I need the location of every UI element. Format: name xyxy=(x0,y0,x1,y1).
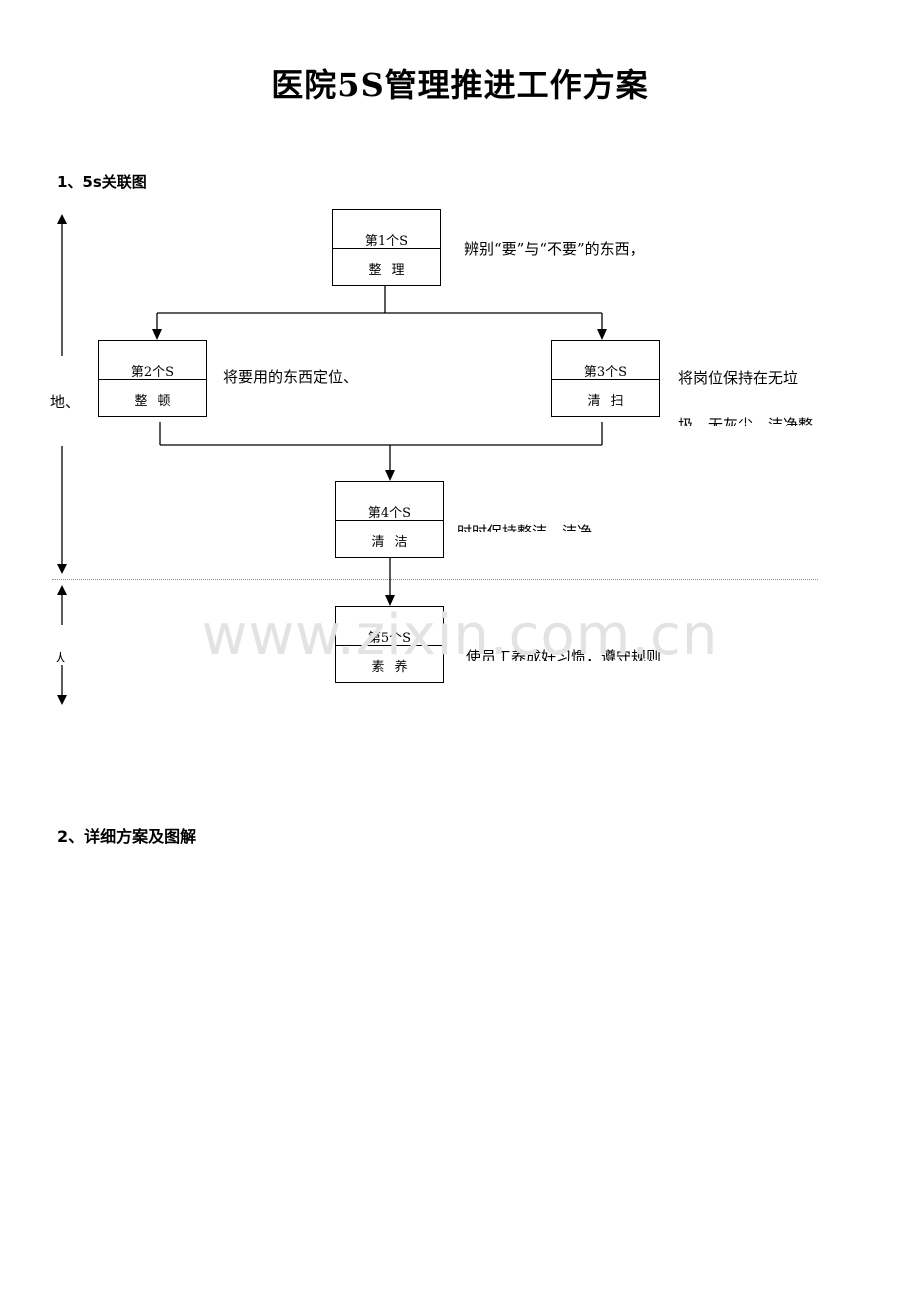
watermark: www.zixin.com.cn xyxy=(201,603,719,668)
box-s5-top-label: 第5个S xyxy=(367,631,412,646)
box-s3-top-label: 第3个S xyxy=(583,365,628,380)
box-s3-bottom-label: 清扫 xyxy=(587,393,634,409)
box-s2-bottom-label: 整顿 xyxy=(134,393,181,409)
section-heading-2: 2、详细方案及图解 xyxy=(57,827,197,846)
box-s4-top-label: 第4个S xyxy=(367,506,412,521)
left-arrow-upper xyxy=(55,214,69,574)
connector-lines xyxy=(152,286,607,606)
left-arrow-lower xyxy=(55,585,69,705)
box-s4-bottom-label: 清洁 xyxy=(371,534,418,550)
box-s1: 第1个S 整理 xyxy=(332,209,441,286)
dotted-divider xyxy=(52,579,818,580)
box-s2-top-label: 第2个S xyxy=(130,365,175,380)
desc-s4: 时时保持整洁、洁净 xyxy=(457,523,593,532)
section-heading-1: 1、5s关联图 xyxy=(57,173,147,191)
box-s5-bottom-label: 素养 xyxy=(371,659,418,675)
box-s2: 第2个S 整顿 xyxy=(98,340,207,417)
box-s1-top-label: 第1个S xyxy=(364,234,409,249)
page-title: 医院5S管理推进工作方案 xyxy=(271,66,649,104)
box-s5: 第5个S 素养 xyxy=(335,606,444,683)
desc-s5: 使员工养成好习惯，遵守规则 xyxy=(466,648,662,661)
box-s3: 第3个S 清扫 xyxy=(551,340,660,417)
box-s1-bottom-label: 整理 xyxy=(368,262,415,278)
left-label-upper: 地、 xyxy=(50,393,81,411)
desc-s3-line1: 将岗位保持在无垃 xyxy=(678,369,799,387)
box-s4: 第4个S 清洁 xyxy=(335,481,444,558)
left-label-lower: 人 xyxy=(54,652,68,662)
desc-s1: 辨别“要”与“不要”的东西， xyxy=(464,240,645,258)
desc-s2: 将要用的东西定位、 xyxy=(223,368,359,386)
desc-s3-line2: 圾、无灰尘、洁净整 xyxy=(678,416,814,426)
